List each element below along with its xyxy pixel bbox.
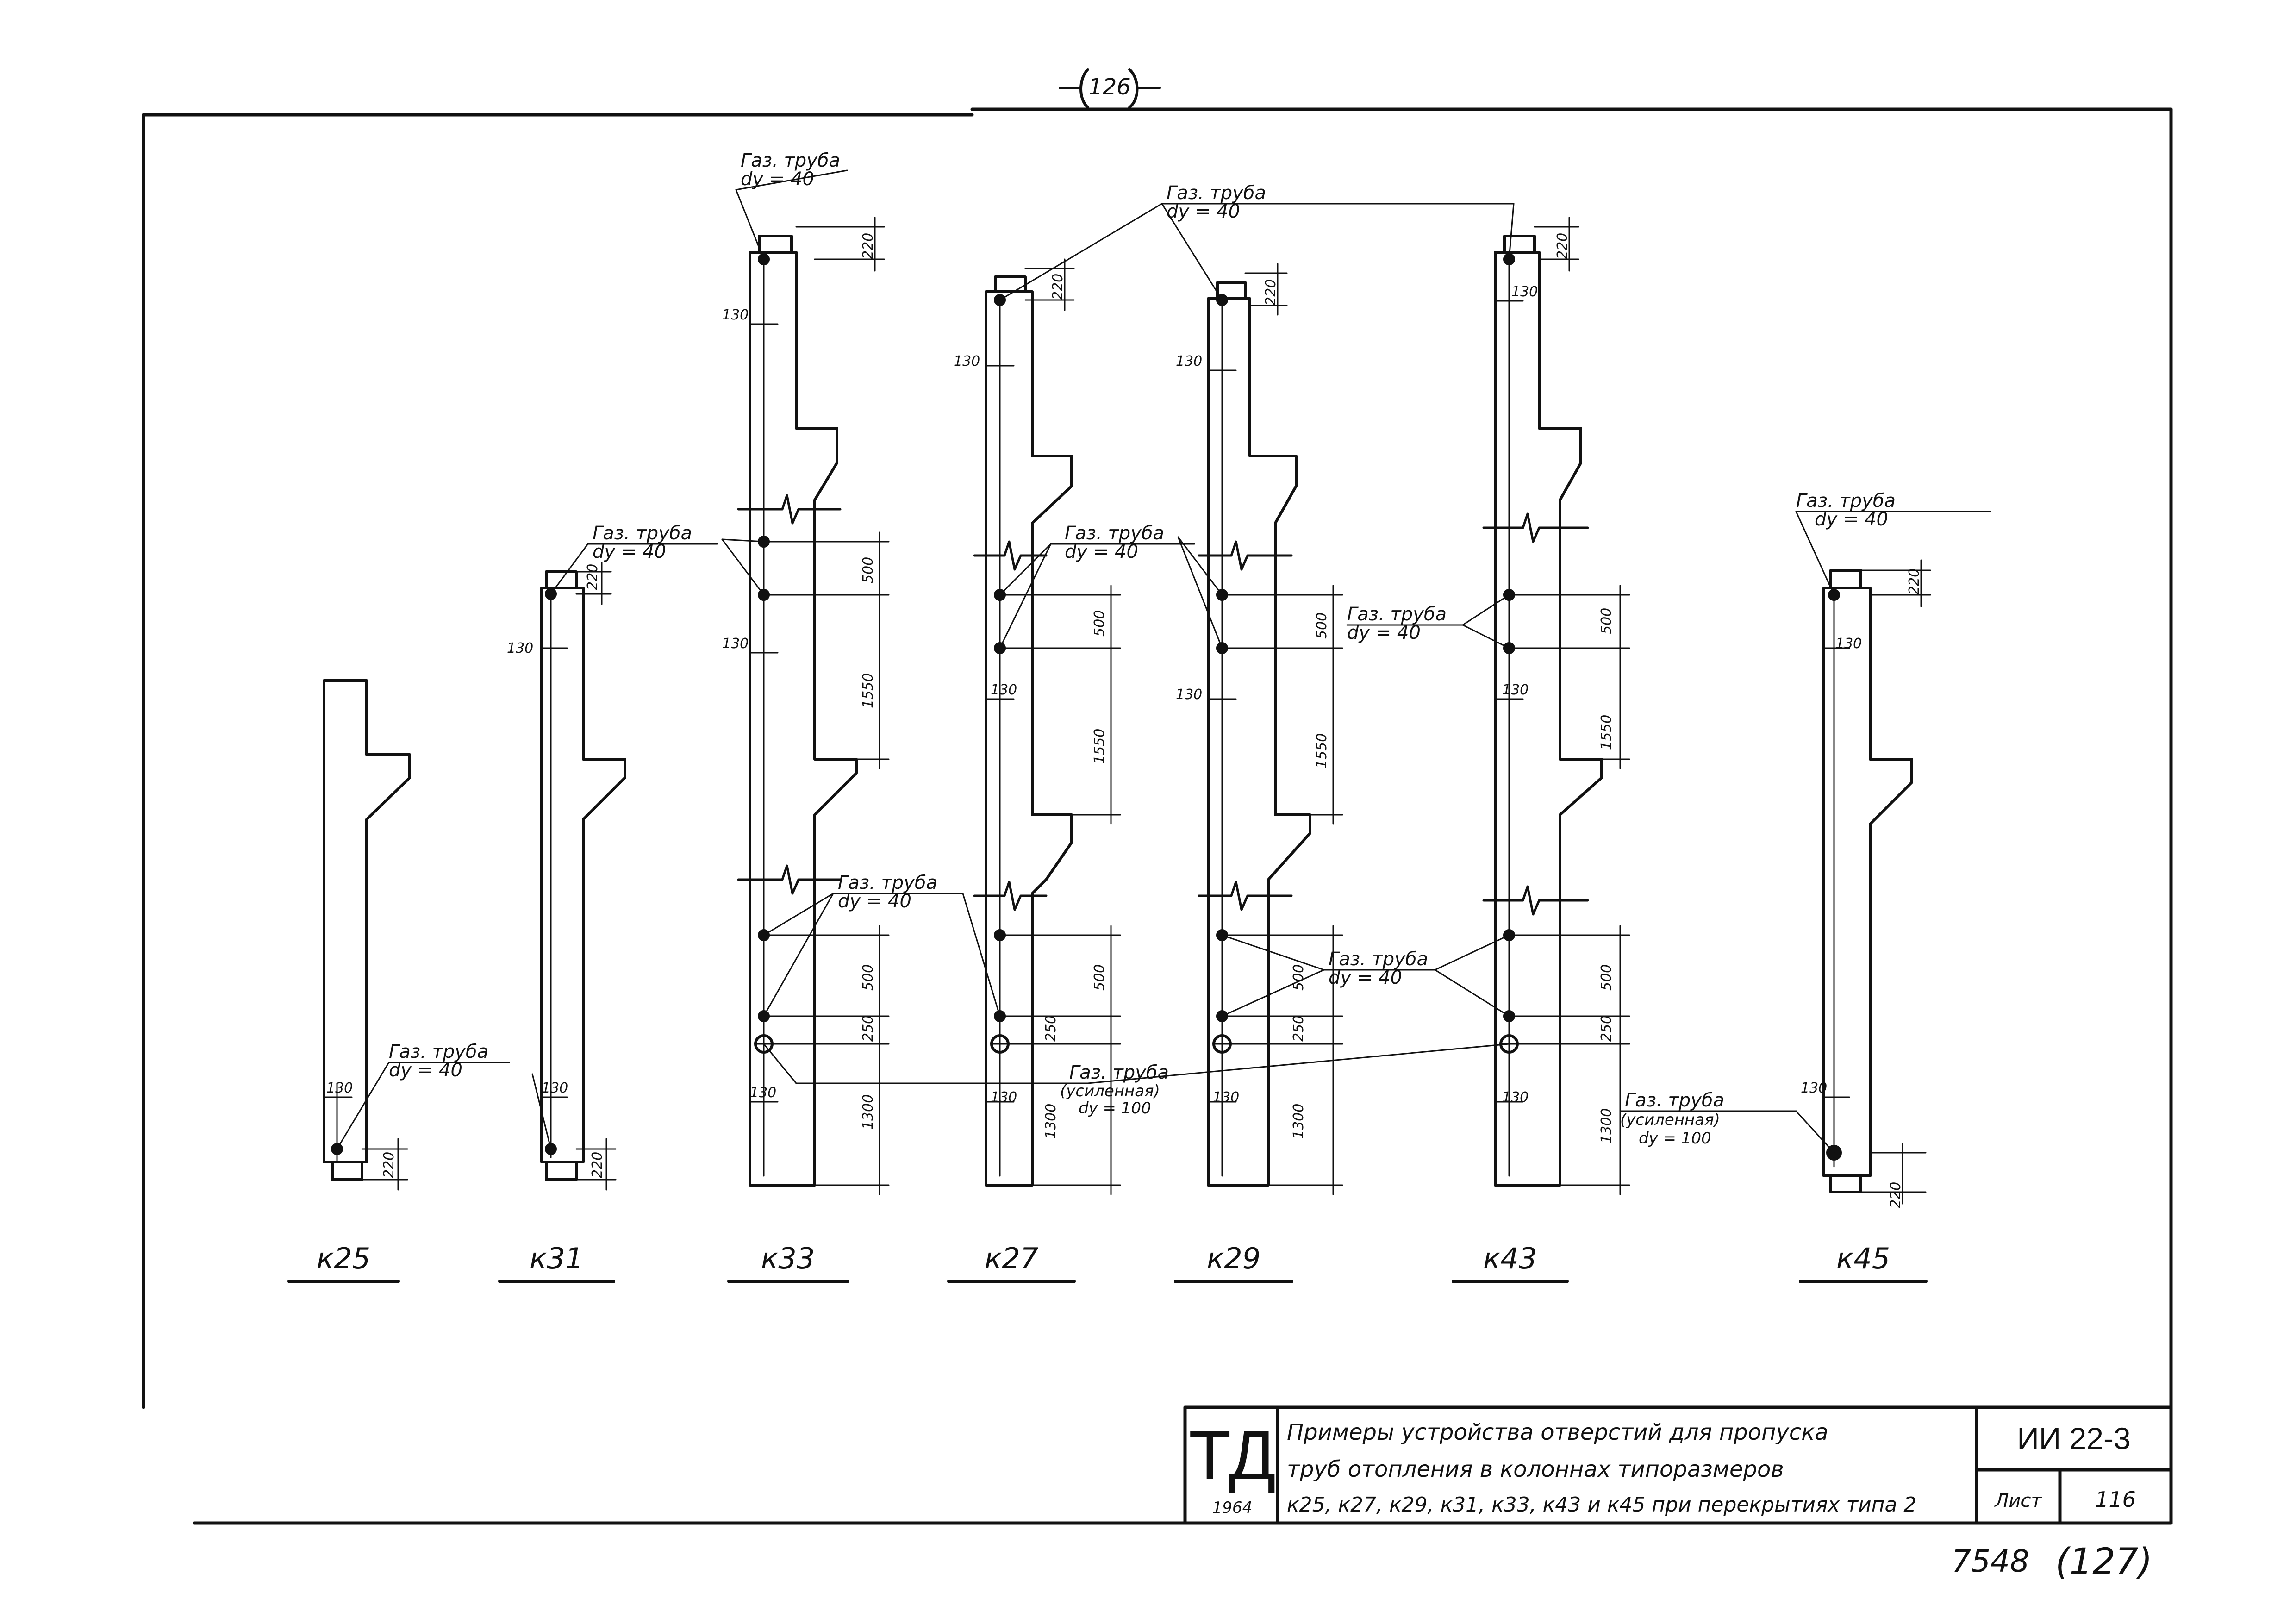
dim-220: 220 — [1050, 274, 1066, 300]
dim-130: 130 — [1502, 1089, 1529, 1106]
dim-220: 220 — [589, 1152, 605, 1178]
pipe-label: Газ. труба — [741, 150, 840, 171]
pipe-dy-label: dy = 40 — [1815, 509, 1888, 530]
dim-220: 220 — [381, 1152, 397, 1178]
pipe-reinforced-label: (усиленная) — [1620, 1111, 1720, 1129]
column-name-k27: к27 — [985, 1242, 1038, 1275]
column-name-k45: к45 — [1836, 1242, 1890, 1275]
column-name-k43: к43 — [1483, 1242, 1537, 1275]
dim-130: 130 — [1801, 1080, 1827, 1096]
page-ref-bottom: (127) — [2055, 1541, 2152, 1583]
pipe-reinforced-label: (усиленная) — [1060, 1082, 1160, 1100]
dim-130: 130 — [991, 682, 1017, 698]
dim-130: 130 — [954, 353, 980, 369]
sheet-label: Лист — [1994, 1490, 2042, 1512]
column-k27 — [962, 203, 1195, 1195]
dim-130: 130 — [1502, 682, 1529, 698]
dim-500: 500 — [1092, 610, 1108, 637]
dim-1550: 1550 — [1092, 729, 1108, 764]
sheet-number: 116 — [2095, 1487, 2136, 1512]
dim-500: 500 — [860, 964, 876, 991]
document-code: ИИ 22-3 — [2017, 1421, 2130, 1455]
pipe-label: Газ. труба — [1625, 1090, 1724, 1111]
dim-1550: 1550 — [1598, 715, 1615, 750]
pipe-dy-label: dy = 40 — [389, 1060, 462, 1081]
pipe-dy-label: dy = 40 — [1347, 622, 1421, 643]
pipe-label: Газ. труба — [1796, 490, 1896, 512]
dim-130: 130 — [1176, 687, 1202, 703]
archive-number: 7548 — [1952, 1543, 2029, 1579]
column-name-k33: к33 — [761, 1242, 815, 1275]
title-line-1: Примеры устройства отверстий для пропуск… — [1287, 1419, 1828, 1445]
dim-250: 250 — [1043, 1015, 1059, 1042]
pipe-dy-label: dy = 40 — [741, 169, 814, 190]
dim-130: 130 — [1835, 636, 1862, 652]
dim-130: 130 — [1176, 353, 1202, 369]
column-k25 — [323, 679, 510, 1191]
pipe-label: Газ. труба — [1065, 523, 1164, 544]
dim-1550: 1550 — [860, 673, 876, 708]
dim-130: 130 — [722, 636, 749, 652]
title-block-frame — [1183, 1405, 2173, 1525]
dim-500: 500 — [1598, 964, 1615, 991]
column-k29 — [1161, 203, 1515, 1195]
column-k43 — [1087, 203, 1630, 1195]
dim-130: 130 — [722, 307, 749, 323]
dim-220: 220 — [1554, 233, 1571, 259]
dim-500: 500 — [1092, 964, 1108, 991]
pipe-label: Газ. труба — [1329, 949, 1428, 970]
column-name-k31: к31 — [530, 1242, 583, 1275]
top-page-number — [1059, 68, 1161, 109]
pipe-dy-label: dy = 100 — [1079, 1099, 1151, 1118]
pipe-dy-label: dy = 100 — [1639, 1129, 1711, 1148]
column-k45 — [1619, 511, 1991, 1205]
pipe-label: Газ. труба — [1347, 604, 1447, 625]
column-k33 — [721, 169, 1089, 1195]
pipe-dy-label: dy = 40 — [593, 541, 666, 562]
dim-220: 220 — [1888, 1182, 1904, 1208]
column-k31 — [531, 543, 718, 1191]
dim-130: 130 — [750, 1085, 776, 1101]
column-name-k29: к29 — [1207, 1242, 1260, 1275]
title-block-logo: ТД — [1189, 1416, 1276, 1494]
pipe-dy-label: dy = 40 — [1167, 201, 1240, 222]
dim-500: 500 — [860, 557, 876, 583]
dim-1550: 1550 — [1314, 733, 1330, 768]
title-line-2: труб отопления в колоннах типоразмеров — [1287, 1456, 1784, 1482]
page-number-top: 126 — [1088, 74, 1131, 100]
title-line-3: к25, к27, к29, к31, к33, к43 и к45 при п… — [1287, 1493, 1916, 1517]
dim-1300: 1300 — [1291, 1104, 1307, 1139]
dim-1300: 1300 — [860, 1094, 876, 1130]
pipe-label: Газ. труба — [389, 1041, 488, 1062]
dim-250: 250 — [1598, 1015, 1615, 1042]
dim-130: 130 — [1213, 1089, 1239, 1106]
dim-1300: 1300 — [1043, 1104, 1059, 1139]
pipe-dy-label: dy = 40 — [1329, 967, 1402, 988]
dim-250: 250 — [1291, 1015, 1307, 1042]
pipe-label: Газ. труба — [593, 523, 692, 544]
dim-130: 130 — [507, 640, 533, 656]
drawing-frame — [142, 107, 2173, 1525]
dim-220: 220 — [860, 233, 876, 259]
dim-220: 220 — [1263, 279, 1279, 306]
dim-250: 250 — [860, 1015, 876, 1042]
dim-130: 130 — [991, 1089, 1017, 1106]
dim-130: 130 — [1511, 284, 1538, 300]
pipe-dy-label: dy = 40 — [1065, 541, 1138, 562]
dim-130: 130 — [326, 1080, 353, 1096]
pipe-label: Газ. труба — [1069, 1062, 1169, 1083]
dim-130: 130 — [542, 1080, 568, 1096]
dim-220: 220 — [1906, 568, 1922, 595]
title-block-year: 1964 — [1212, 1499, 1253, 1517]
dim-500: 500 — [1598, 608, 1615, 634]
pipe-dy-label: dy = 40 — [838, 891, 911, 912]
pipe-label: Газ. труба — [1167, 182, 1266, 204]
pipe-label: Газ. труба — [838, 872, 937, 893]
dim-500: 500 — [1314, 612, 1330, 639]
dim-500: 500 — [1291, 964, 1307, 991]
column-name-k25: к25 — [317, 1242, 370, 1275]
dim-1300: 1300 — [1598, 1108, 1615, 1143]
dim-220: 220 — [585, 564, 601, 590]
